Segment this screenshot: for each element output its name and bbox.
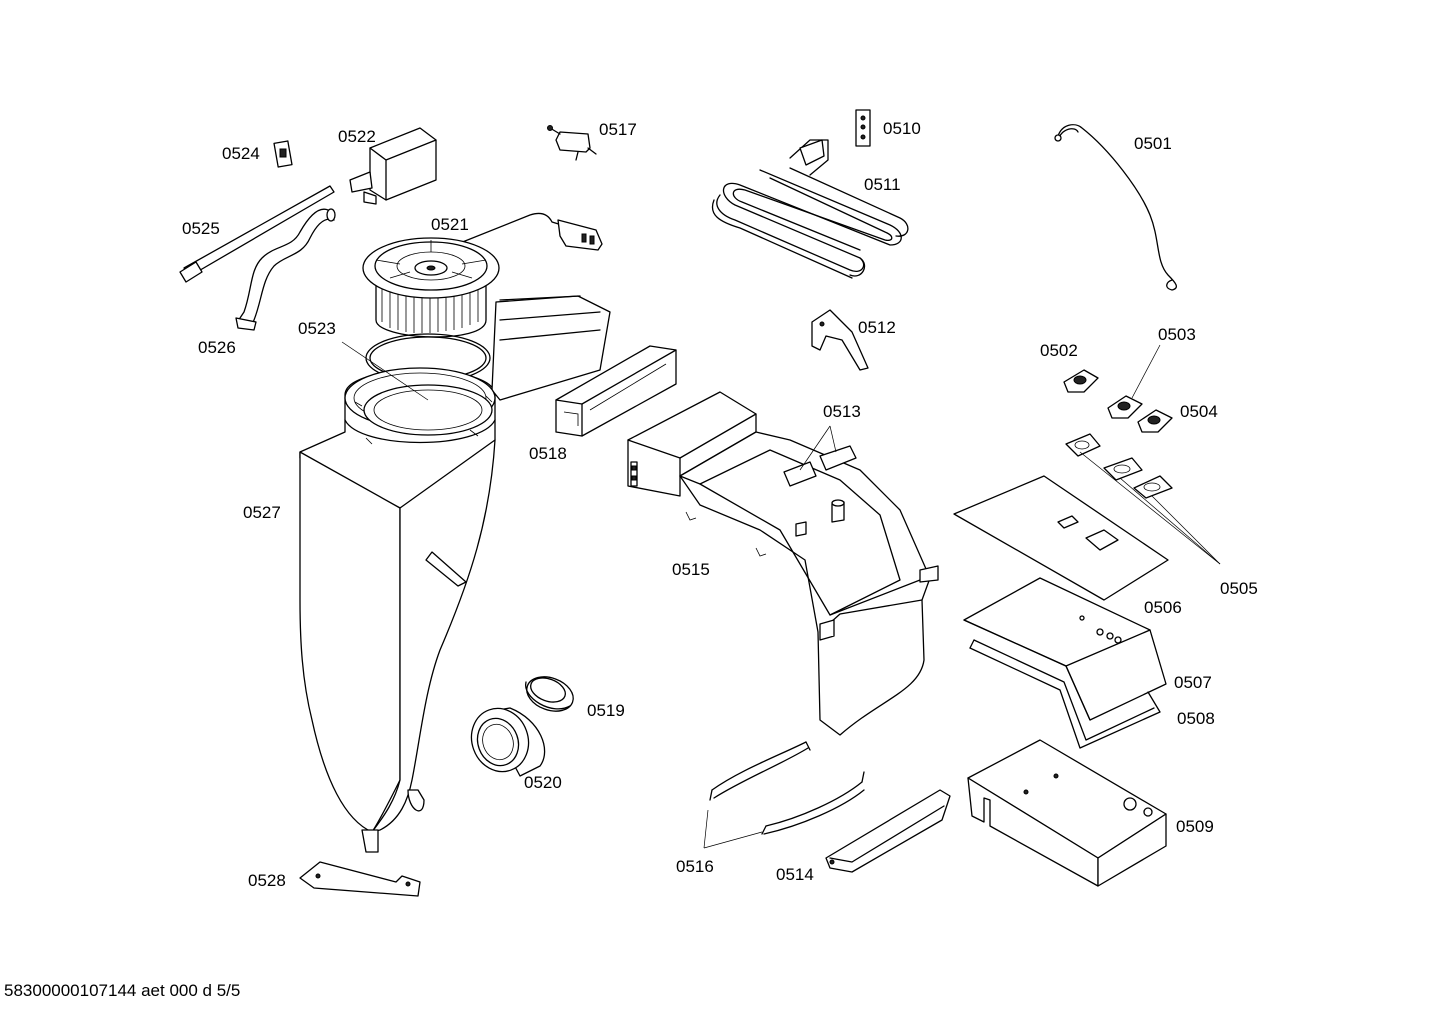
- label-0504: 0504: [1180, 402, 1218, 421]
- label-0513: 0513: [823, 402, 861, 421]
- label-0524: 0524: [222, 144, 260, 163]
- part-0524-clip: [273, 140, 293, 168]
- part-0505-gaskets: [1065, 433, 1173, 499]
- label-0515: 0515: [672, 560, 710, 579]
- part-0517-capacitor: [547, 125, 597, 161]
- label-0516: 0516: [676, 857, 714, 876]
- label-0521: 0521: [431, 215, 469, 234]
- part-0526-hose: [235, 208, 336, 331]
- part-0513-clips: [783, 445, 857, 487]
- label-0512: 0512: [858, 318, 896, 337]
- label-0507: 0507: [1174, 673, 1212, 692]
- label-0528: 0528: [248, 871, 286, 890]
- label-0518: 0518: [529, 444, 567, 463]
- label-0514: 0514: [776, 865, 814, 884]
- label-0523: 0523: [298, 319, 336, 338]
- part-0501-pipe: [1054, 124, 1177, 291]
- label-0520: 0520: [524, 773, 562, 792]
- label-0501: 0501: [1134, 134, 1172, 153]
- part-0511-heating-element: [711, 139, 909, 279]
- label-0503: 0503: [1158, 325, 1196, 344]
- part-0507-cover: [963, 577, 1167, 721]
- label-0525: 0525: [182, 219, 220, 238]
- leader-lines: [341, 341, 1221, 849]
- part-0522-box: [349, 127, 437, 205]
- part-0510-plate: [855, 109, 871, 147]
- part-0519-seal: [525, 676, 574, 712]
- label-0522: 0522: [338, 127, 376, 146]
- part-0506-insulation-plate: [953, 475, 1169, 601]
- label-0506: 0506: [1144, 598, 1182, 617]
- label-0526: 0526: [198, 338, 236, 357]
- part-0527-condenser-housing: [299, 295, 611, 853]
- label-0519: 0519: [587, 701, 625, 720]
- part-0514-bracket: [825, 789, 951, 873]
- label-0505: 0505: [1220, 579, 1258, 598]
- label-0508: 0508: [1177, 709, 1215, 728]
- label-0517: 0517: [599, 120, 637, 139]
- part-0525-rod: [179, 185, 335, 283]
- label-0509: 0509: [1176, 817, 1214, 836]
- part-0516-springs: [709, 741, 865, 835]
- part-0515-air-duct: [627, 391, 939, 736]
- part-0508-seal: [969, 639, 1161, 749]
- part-0504-thermostat: [1137, 409, 1173, 433]
- part-0512-bracket: [811, 309, 869, 371]
- label-0527: 0527: [243, 503, 281, 522]
- part-0503-thermostat: [1107, 395, 1143, 419]
- label-0511: 0511: [864, 175, 901, 194]
- part-0521-fan-motor: [362, 212, 603, 338]
- part-0528-bracket: [299, 861, 421, 897]
- label-0502: 0502: [1040, 341, 1078, 360]
- label-0510: 0510: [883, 119, 921, 138]
- part-0509-bracket: [967, 739, 1167, 887]
- document-id: 58300000107144 aet 000 d 5/5: [4, 981, 241, 1000]
- part-0502-thermostat: [1063, 369, 1099, 393]
- part-0518-nozzle: [555, 345, 677, 437]
- part-0520-connector: [470, 707, 546, 777]
